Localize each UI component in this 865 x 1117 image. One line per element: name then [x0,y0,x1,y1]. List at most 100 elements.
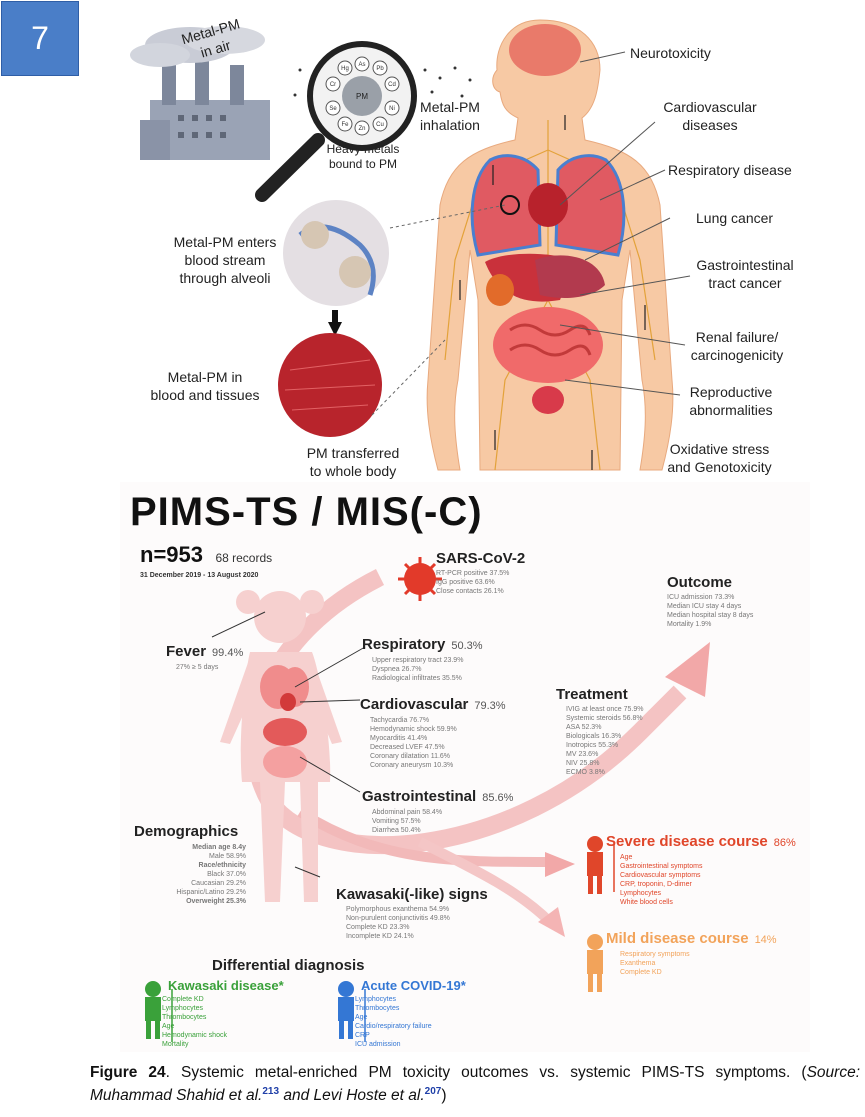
caption-source-2: and Levi Hoste et al. [279,1087,425,1105]
caption-source: Source: Muhammad Shahid et al. [90,1064,860,1105]
severe-item: Age [620,854,633,861]
outcome-item: ICU admission 73.3% [667,594,735,601]
outcome-reproductive: Reproductive abnormalities [689,384,773,418]
mild-item: Respiratory symptoms [620,951,690,958]
metal-pm-illustration: Hg As Pb Cd Cr Se Fe Zn Cu Ni PM [130,19,691,471]
acute-covid-item: CRP [355,1032,370,1039]
sars-item: IgG positive 63.6% [436,579,495,586]
severe-item: Lymphocytes [620,890,661,897]
outcome-lung-cancer: Lung cancer [696,210,774,226]
kawasaki-disease-item: Thrombocytes [162,1014,207,1021]
severe-child-icon [587,836,603,894]
respiratory-title: Respiratory [362,636,446,653]
fever-pct: 99.4% [212,647,244,659]
cardio-item: Myocarditis 41.4% [370,735,428,742]
acute-covid-section: Acute COVID-19* Lymphocytes Thrombocytes… [355,978,466,1049]
demographics-item: Race/ethnicity [198,862,246,869]
fever-title: Fever [166,643,207,660]
kawasaki-sign-item: Complete KD 23.3% [346,924,410,931]
treatment-item: MV 23.6% [566,751,599,758]
mild-item: Complete KD [620,969,662,976]
pims-title: PIMS-TS / MIS(-C) [130,490,483,534]
slide-number-badge: 7 [1,1,79,76]
gi-item: Vomiting 57.5% [372,818,421,825]
outcome-item: Median hospital stay 8 days [667,612,754,619]
severe-item: White blood cells [620,899,673,906]
outcome-gi-cancer: Gastrointestinal tract cancer [696,257,794,291]
treatment-item: Biologicals 16.3% [566,733,622,740]
cardio-title: Cardiovascular [360,696,469,713]
magnifier-icon [255,41,417,202]
svg-text:Pb: Pb [376,66,384,72]
demographics-title: Demographics [134,823,239,840]
demographics-item: Black 37.0% [207,871,246,878]
cardio-item: Coronary dilatation 11.6% [370,753,451,760]
svg-text:Cu: Cu [376,122,384,128]
treatment-title: Treatment [556,686,628,703]
date-range: 31 December 2019 - 13 August 2020 [140,572,259,579]
sars-section: SARS-CoV-2 RT-PCR positive 37.5% IgG pos… [436,550,525,596]
svg-text:Zn: Zn [358,126,365,132]
treatment-item: IVIG at least once 75.9% [566,706,644,713]
kawasaki-sign-item: Incomplete KD 24.1% [346,933,414,940]
gi-item: Diarrhea 50.4% [372,827,421,834]
kawasaki-disease-section: Kawasaki disease* Complete KD Lymphocyte… [162,978,284,1049]
human-body-figure [426,19,674,471]
transferred-label: PM transferred to whole body [306,445,400,479]
acute-covid-title: Acute COVID-19* [361,978,466,993]
outcome-item: Mortality 1.9% [667,621,712,628]
demographics-item: Male 58.9% [209,853,246,860]
acute-covid-item: Age [355,1014,368,1021]
mild-child-icon [587,934,603,992]
enters-blood-label: Metal-PM enters blood stream through alv… [173,234,277,286]
svg-text:As: As [358,62,365,68]
fever-section: Fever 99.4% 27% ≥ 5 days [166,643,243,672]
inhalation-label: Metal-PM inhalation [420,99,480,133]
caption-text: . Systemic metal-enriched PM toxicity ou… [165,1064,807,1081]
mild-item: Exanthema [620,960,656,967]
outcome-title: Outcome [667,574,733,591]
acute-covid-item: Lymphocytes [355,996,396,1003]
treatment-section: Treatment IVIG at least once 75.9% Syste… [556,686,643,777]
blood-tissues-label: Metal-PM in blood and tissues [150,369,260,403]
sars-item: Close contacts 26.1% [436,588,504,595]
cohort-size: n=953 68 records [140,542,272,568]
tissue-closeup [278,333,382,437]
svg-text:Se: Se [329,106,337,112]
fever-sub: 27% ≥ 5 days [176,664,219,671]
acute-covid-item: Cardio/respiratory failure [355,1023,432,1030]
treatment-item: Inotropics 55.3% [566,742,619,749]
respiratory-item: Radiological infiltrates 35.5% [372,675,462,682]
respiratory-item: Upper respiratory tract 23.9% [372,657,464,664]
kawasaki-disease-title: Kawasaki disease* [168,978,284,993]
mild-title: Mild disease course [606,930,749,947]
caption-ref-link[interactable]: 213 [262,1086,280,1097]
treatment-item: ECMO 3.8% [566,769,605,776]
outcome-section: Outcome ICU admission 73.3% Median ICU s… [667,574,753,629]
cardio-item: Tachycardia 76.7% [370,717,430,724]
cardio-item: Hemodynamic shock 59.9% [370,726,457,733]
svg-text:Hg: Hg [341,66,349,72]
demographics-item: Overweight 25.3% [186,898,246,905]
outcome-neurotoxicity: Neurotoxicity [630,45,711,61]
gi-title: Gastrointestinal [362,788,477,805]
outcome-cardiovascular: Cardiovascular diseases [663,99,757,133]
sars-item: RT-PCR positive 37.5% [436,570,510,577]
kawasaki-disease-item: Age [162,1023,175,1030]
pims-infographic [120,482,810,1052]
acute-covid-item: Thrombocytes [355,1005,400,1012]
cardio-item: Decreased LVEF 47.5% [370,744,445,751]
kawasaki-disease-item: Mortality [162,1041,189,1048]
severe-title: Severe disease course [606,833,768,850]
cardio-item: Coronary aneurysm 10.3% [370,762,454,769]
heavy-metals-label: Heavy metals bound to PM [326,142,400,171]
demographics-item: Hispanic/Latino 29.2% [176,889,246,896]
caption-end: ) [441,1087,447,1105]
sars-title: SARS-CoV-2 [436,550,526,567]
kawasaki-child-icon [145,981,161,1039]
mild-pct: 14% [754,934,777,946]
caption-ref-link-2[interactable]: 207 [424,1086,442,1097]
